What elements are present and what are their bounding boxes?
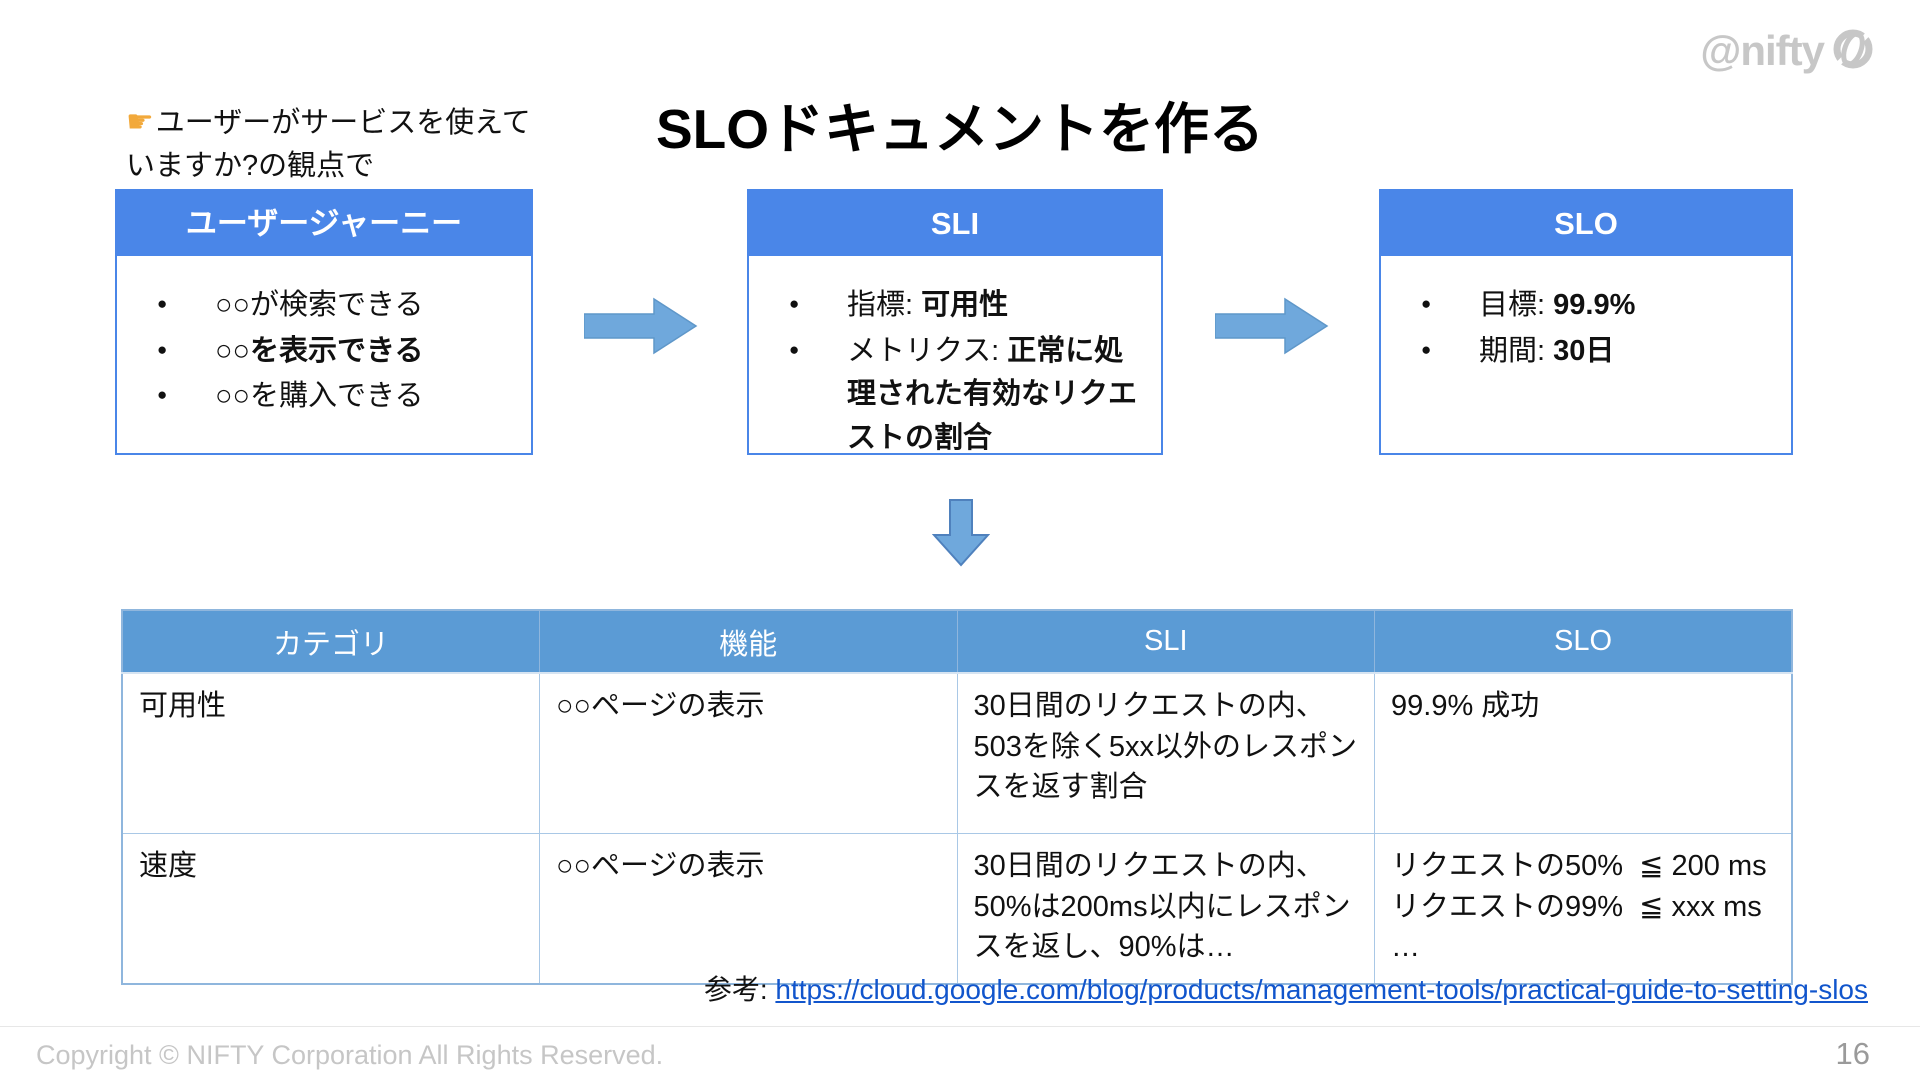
user-journey-box: ユーザージャーニー ● ○○が検索できる ● ○○を表示できる ● ○○を購入で… (115, 189, 533, 455)
annotation-line2: いますか?の観点で (126, 149, 375, 182)
list-item: ● メトリクス: 正常に処理された有効なリクエストの割合 (789, 330, 1143, 461)
annotation-note: ☛ユーザーがサービスを使えて いますか?の観点で (126, 100, 566, 187)
col-header-category: カテゴリ (121, 609, 540, 674)
copyright-text: Copyright © NIFTY Corporation All Rights… (36, 1040, 664, 1070)
list-item: ● 期間: 30日 (1421, 330, 1773, 374)
col-header-feature: 機能 (539, 609, 958, 674)
footer-divider (0, 1026, 1920, 1027)
list-item: ● 目標: 99.9% (1421, 284, 1773, 328)
slide-title: SLOドキュメントを作る (655, 98, 1265, 160)
nifty-logo-icon (1830, 26, 1876, 75)
list-item: ● ○○を表示できる (157, 330, 513, 374)
reference-link[interactable]: https://cloud.google.com/blog/products/m… (775, 974, 1868, 1005)
pointing-hand-icon: ☛ (126, 104, 154, 139)
table-row: 速度 ○○ページの表示 30日間のリクエストの内、50%は200ms以内にレスポ… (121, 833, 1793, 985)
sli-header: SLI (749, 191, 1161, 258)
cell-sli: 30日間のリクエストの内、50%は200ms以内にレスポンスを返し、90%は… (956, 833, 1375, 985)
bullet-icon: ● (157, 294, 168, 313)
table-row: 可用性 ○○ページの表示 30日間のリクエストの内、503を除く5xx以外のレス… (121, 672, 1793, 834)
col-header-sli: SLI (956, 609, 1375, 674)
table-header-row: カテゴリ 機能 SLI SLO (121, 609, 1793, 674)
cell-slo: リクエストの50% ≦ 200 ms リクエストの99% ≦ xxx ms … (1374, 833, 1793, 985)
bullet-icon: ● (1421, 294, 1432, 313)
bullet-icon: ● (789, 294, 800, 313)
bullet-icon: ● (789, 339, 800, 359)
cell-slo: 99.9% 成功 (1374, 672, 1793, 834)
list-item: ● 指標: 可用性 (789, 284, 1143, 328)
reference-label: 参考: (703, 974, 776, 1005)
nifty-logo-text: @nifty (1700, 26, 1825, 74)
down-arrow-icon (931, 499, 991, 567)
right-arrow-icon (1214, 297, 1329, 355)
bullet-icon: ● (157, 385, 168, 404)
slo-header: SLO (1381, 191, 1791, 258)
nifty-logo: @nifty (1700, 26, 1876, 75)
slo-table: カテゴリ 機能 SLI SLO 可用性 ○○ページの表示 30日間のリクエストの… (121, 609, 1793, 985)
sli-body: ● 指標: 可用性 ● メトリクス: 正常に処理された有効なリクエストの割合 (749, 258, 1161, 460)
cell-feature: ○○ページの表示 (539, 672, 958, 834)
cell-category: 速度 (121, 833, 540, 985)
list-item: ● ○○を購入できる (157, 375, 513, 419)
reference-line: 参考: https://cloud.google.com/blog/produc… (704, 968, 1868, 1008)
cell-feature: ○○ページの表示 (539, 833, 958, 985)
user-journey-body: ● ○○が検索できる ● ○○を表示できる ● ○○を購入できる (117, 258, 531, 419)
cell-category: 可用性 (121, 672, 540, 834)
page-number: 16 (1835, 1036, 1870, 1071)
bullet-icon: ● (157, 339, 168, 359)
cell-sli: 30日間のリクエストの内、503を除く5xx以外のレスポンスを返す割合 (956, 672, 1375, 834)
bullet-icon: ● (1421, 339, 1432, 359)
right-arrow-icon (583, 297, 698, 355)
list-item: ● ○○が検索できる (157, 284, 513, 328)
sli-box: SLI ● 指標: 可用性 ● メトリクス: 正常に処理された有効なリクエストの… (747, 189, 1163, 455)
slo-box: SLO ● 目標: 99.9% ● 期間: 30日 (1379, 189, 1793, 455)
user-journey-header: ユーザージャーニー (117, 191, 531, 258)
annotation-line1: ☛ユーザーがサービスを使えて (126, 104, 531, 139)
col-header-slo: SLO (1374, 609, 1793, 674)
slo-body: ● 目標: 99.9% ● 期間: 30日 (1381, 258, 1791, 373)
